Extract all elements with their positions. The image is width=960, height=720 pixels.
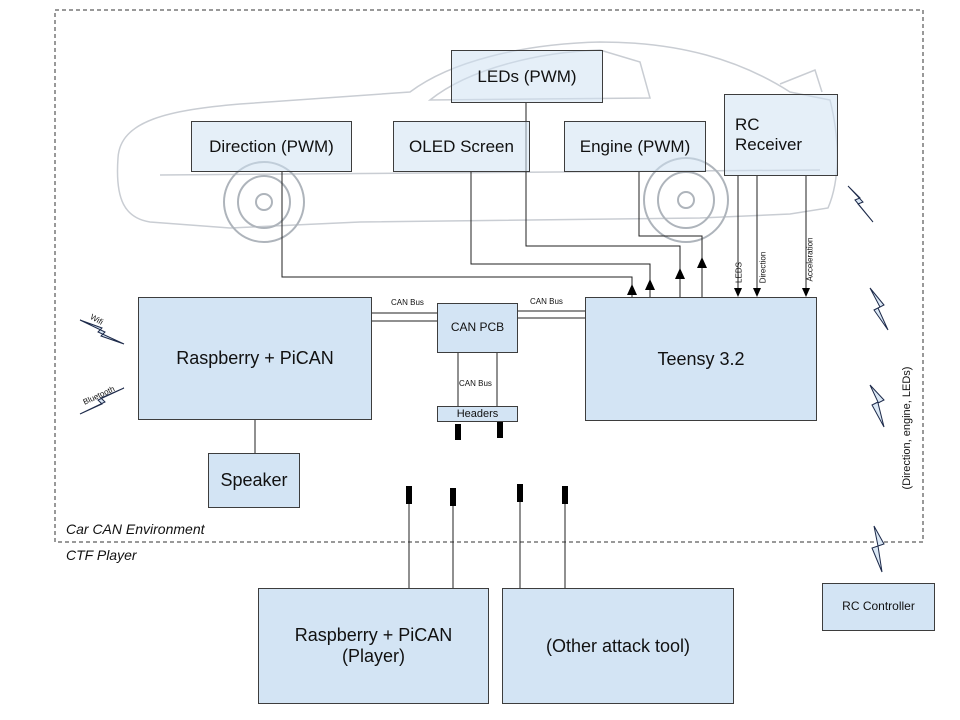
rc-signal-label: (Direction, engine, LEDs) — [901, 366, 913, 490]
direction-link-label: Direction — [758, 251, 768, 284]
teensy-box: Teensy 3.2 — [585, 297, 817, 421]
ctf-player-label: CTF Player — [66, 547, 137, 563]
oled-label: OLED Screen — [409, 136, 514, 156]
headers-box: Headers — [437, 406, 518, 422]
arrow-down-icon — [734, 288, 810, 297]
arrow-up-icon — [627, 257, 707, 295]
teensy-label: Teensy 3.2 — [657, 348, 745, 369]
oled-screen-box: OLED Screen — [393, 121, 530, 172]
connector-icon — [406, 422, 568, 506]
engine-box: Engine (PWM) — [564, 121, 706, 172]
can-pcb-label: CAN PCB — [450, 320, 505, 335]
direction-label: Direction (PWM) — [209, 136, 334, 156]
acceleration-link-label: Acceleration — [805, 237, 815, 282]
player-raspberry-label: Raspberry + PiCAN — [294, 625, 453, 646]
car-environment-border — [54, 9, 924, 543]
can-bus-label-right: CAN Bus — [530, 297, 563, 306]
speaker-box: Speaker — [208, 453, 300, 508]
peripheral-wires — [281, 103, 807, 297]
speaker-label: Speaker — [220, 470, 288, 491]
engine-label: Engine (PWM) — [579, 136, 691, 156]
rc-controller-box: RC Controller — [822, 583, 935, 631]
player-raspberry-box: Raspberry + PiCAN (Player) — [258, 588, 489, 704]
raspberry-pican-box: Raspberry + PiCAN — [138, 297, 372, 420]
can-bus-label-left: CAN Bus — [391, 298, 424, 307]
rc-receiver-box: RC Receiver — [724, 94, 838, 176]
other-tool-label: (Other attack tool) — [545, 635, 691, 656]
can-bus-label-vertical: CAN Bus — [459, 379, 492, 388]
leds-link-label: LEDS — [734, 262, 744, 283]
rc-receiver-label: RC Receiver — [735, 115, 803, 154]
can-pcb-box: CAN PCB — [437, 303, 518, 353]
direction-box: Direction (PWM) — [191, 121, 352, 172]
other-attack-tool-box: (Other attack tool) — [502, 588, 734, 704]
car-environment-label: Car CAN Environment — [66, 521, 205, 537]
leds-label: LEDs (PWM) — [477, 66, 577, 86]
leds-box: LEDs (PWM) — [451, 50, 603, 103]
raspberry-label: Raspberry + PiCAN — [176, 348, 334, 369]
headers-label: Headers — [456, 407, 499, 420]
lightning-icon — [79, 185, 889, 573]
rc-controller-label: RC Controller — [842, 599, 915, 614]
player-raspberry-sublabel: (Player) — [341, 646, 405, 666]
